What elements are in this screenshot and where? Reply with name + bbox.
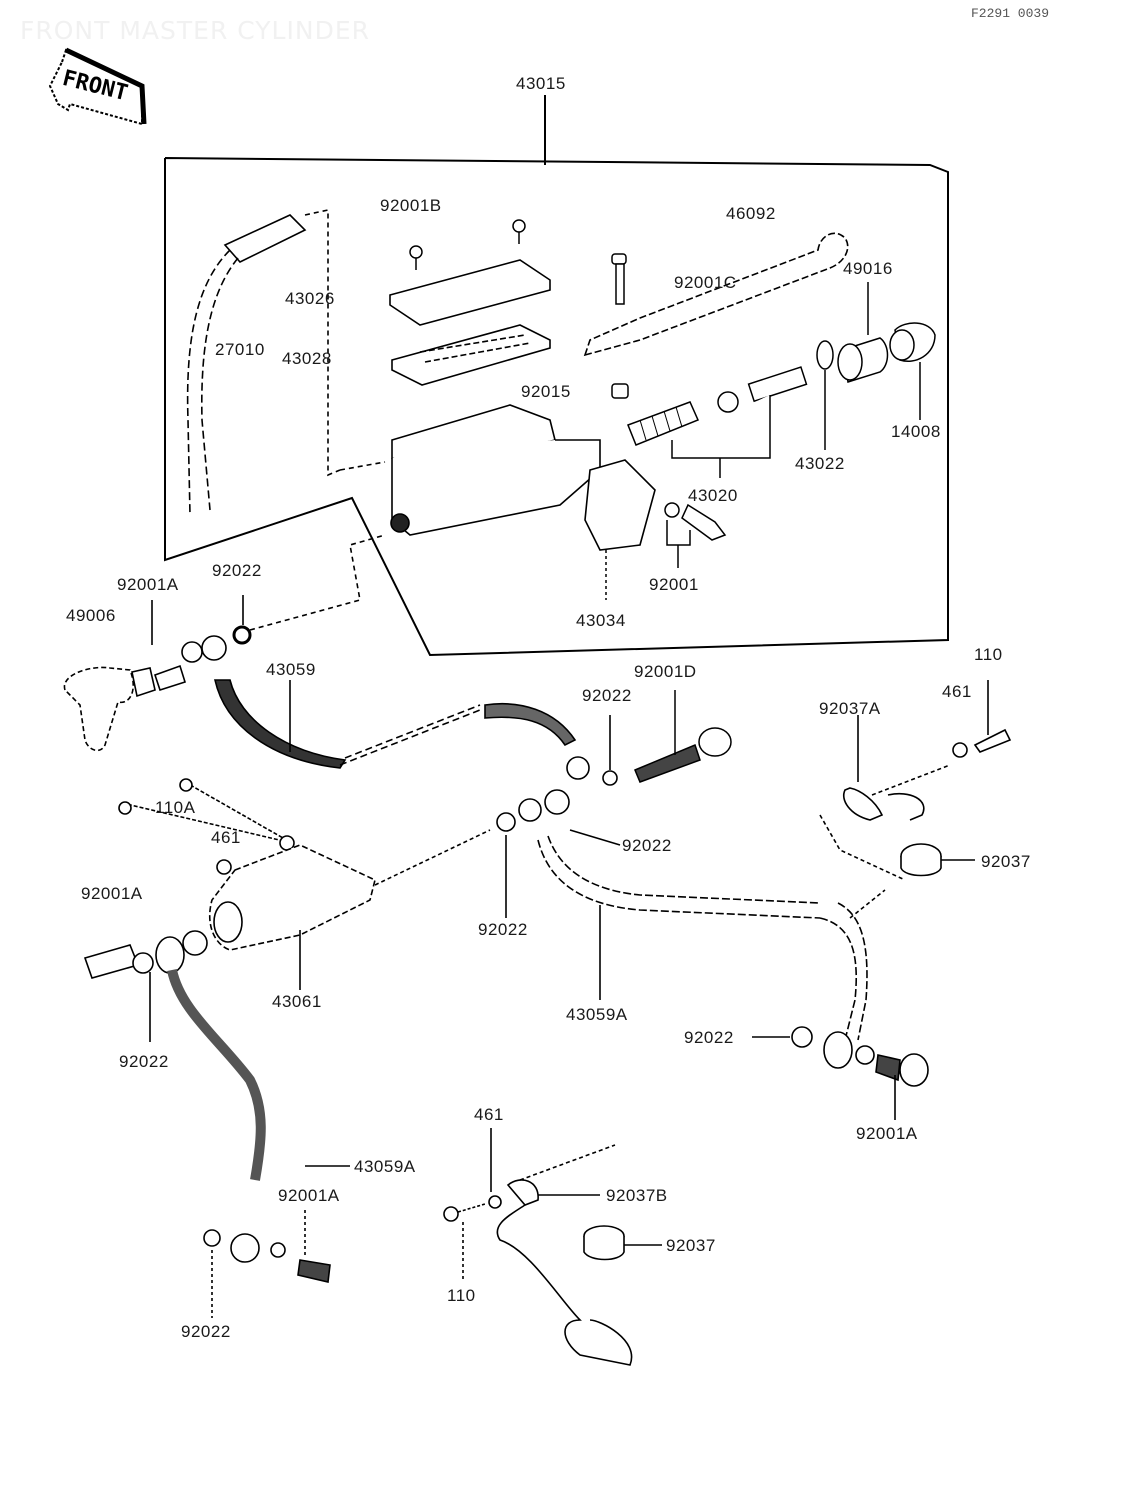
screw-icon <box>409 219 526 270</box>
callout-92037[interactable]: 92037 <box>666 1236 716 1255</box>
callout-461[interactable]: 461 <box>942 682 972 701</box>
callout-92022[interactable]: 92022 <box>212 561 262 580</box>
callout-92001c[interactable]: 92001C <box>674 273 737 292</box>
callout-46092[interactable]: 46092 <box>726 204 776 223</box>
reservoir-cover <box>389 259 551 386</box>
nut-icon <box>611 383 629 399</box>
callout-92001[interactable]: 92001 <box>649 575 699 594</box>
callout-92022[interactable]: 92022 <box>684 1028 734 1047</box>
callout-92001a[interactable]: 92001A <box>81 884 143 903</box>
callout-27010[interactable]: 27010 <box>215 340 265 359</box>
callout-92037[interactable]: 92037 <box>981 852 1031 871</box>
callout-49016[interactable]: 49016 <box>843 259 893 278</box>
callout-461[interactable]: 461 <box>211 828 241 847</box>
callout-43026[interactable]: 43026 <box>285 289 335 308</box>
front-arrow-icon <box>48 47 147 126</box>
brake-switch <box>186 209 386 516</box>
callout-43022[interactable]: 43022 <box>795 454 845 473</box>
callout-92022[interactable]: 92022 <box>478 920 528 939</box>
hose-43059a-middle <box>537 835 886 1041</box>
callout-49006[interactable]: 49006 <box>66 606 116 625</box>
callout-110a[interactable]: 110A <box>155 798 196 817</box>
callout-92001a[interactable]: 92001A <box>856 1124 918 1143</box>
callout-92001a[interactable]: 92001A <box>278 1186 340 1205</box>
callout-43028[interactable]: 43028 <box>282 349 332 368</box>
callout-92022[interactable]: 92022 <box>119 1052 169 1071</box>
brake-lever <box>583 232 849 357</box>
banjo-bolt-lower-left <box>83 930 350 1318</box>
callout-110[interactable]: 110 <box>447 1286 476 1305</box>
pivot-bolt-icon <box>611 253 627 305</box>
callout-92001a[interactable]: 92001A <box>117 575 179 594</box>
callout-92015[interactable]: 92015 <box>521 382 571 401</box>
callout-43059a[interactable]: 43059A <box>566 1005 628 1024</box>
banjo-bolt-lower-right <box>752 1026 929 1120</box>
callout-92022[interactable]: 92022 <box>582 686 632 705</box>
master-cylinder-body <box>390 404 656 551</box>
junction-43061 <box>118 778 621 990</box>
banjo-bolt-hose-left <box>63 534 618 786</box>
callout-43059[interactable]: 43059 <box>266 660 316 679</box>
reference-code: F2291 0039 <box>971 6 1050 21</box>
assembly-bracket <box>164 95 949 657</box>
callout-92037b[interactable]: 92037B <box>606 1186 668 1205</box>
callout-43020[interactable]: 43020 <box>688 486 738 505</box>
clamp-bolt <box>605 502 727 600</box>
callout-43059a[interactable]: 43059A <box>354 1157 416 1176</box>
callout-43015[interactable]: 43015 <box>516 74 566 93</box>
bolt-92001d-icon <box>634 690 732 783</box>
hose-bracket-lower <box>443 1128 662 1366</box>
callout-43061[interactable]: 43061 <box>272 992 322 1011</box>
callout-92037a[interactable]: 92037A <box>819 699 881 718</box>
callout-110[interactable]: 110 <box>974 645 1003 664</box>
hose-bracket-upper <box>819 680 1012 881</box>
seal-boot-cap <box>816 282 936 450</box>
callout-461[interactable]: 461 <box>474 1105 504 1124</box>
callout-43034[interactable]: 43034 <box>576 611 626 630</box>
callout-92001d[interactable]: 92001D <box>634 662 697 681</box>
piston-kit <box>627 366 808 478</box>
diagram-title: FRONT MASTER CYLINDER <box>20 16 370 45</box>
callout-92001b[interactable]: 92001B <box>380 196 442 215</box>
callout-92022[interactable]: 92022 <box>181 1322 231 1341</box>
callout-14008[interactable]: 14008 <box>891 422 941 441</box>
callout-92022[interactable]: 92022 <box>622 836 672 855</box>
